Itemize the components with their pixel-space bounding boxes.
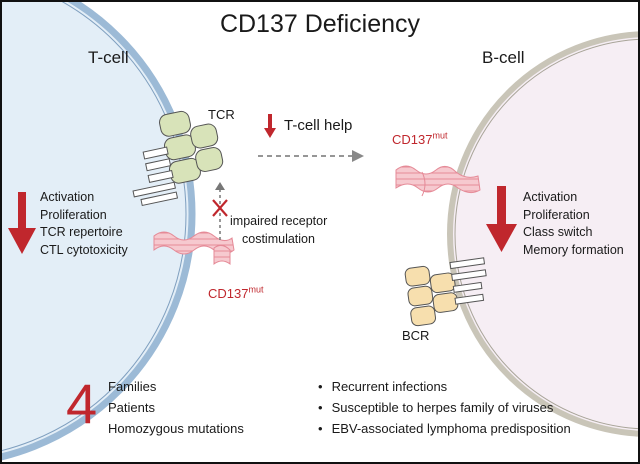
tcr-receptor bbox=[132, 110, 224, 207]
b-cell-decrease-arrow bbox=[486, 186, 517, 252]
cohort-list: Families Patients Homozygous mutations bbox=[108, 376, 244, 439]
t-cell-cd137-mutant bbox=[153, 231, 235, 265]
b-cell-effects-list: Activation Proliferation Class switch Me… bbox=[523, 189, 624, 259]
b-cell-effect: Proliferation bbox=[523, 207, 590, 222]
bcr-label: BCR bbox=[402, 328, 430, 343]
diagram-title: CD137 Deficiency bbox=[219, 10, 421, 38]
clinical-item: Susceptible to herpes family of viruses bbox=[318, 397, 571, 418]
cohort-item: Homozygous mutations bbox=[108, 421, 244, 436]
b-cell-cd137-mut-label: CD137mut bbox=[392, 130, 448, 147]
cohort-item: Families bbox=[108, 379, 157, 394]
b-cell-effect: Class switch bbox=[523, 225, 593, 239]
bcr-receptor bbox=[404, 257, 487, 327]
t-cell-body bbox=[2, 2, 196, 461]
t-cell-cd137-mut-label: CD137mut bbox=[208, 284, 264, 301]
t-cell-effect: Activation bbox=[40, 190, 95, 204]
t-cell-effect: TCR repertoire bbox=[40, 225, 123, 239]
b-cell-effect: Activation bbox=[523, 190, 578, 204]
b-cell-effect: Memory formation bbox=[523, 242, 624, 257]
clinical-item: EBV-associated lymphoma predisposition bbox=[318, 418, 571, 439]
t-cell bbox=[2, 2, 196, 461]
t-cell-effect: CTL cytotoxicity bbox=[40, 242, 128, 257]
t-to-b-help-arrow bbox=[258, 150, 364, 162]
t-cell-help-decrease-arrow bbox=[264, 114, 276, 138]
b-cell-body bbox=[447, 31, 638, 437]
impaired-signal-arrow bbox=[212, 182, 228, 240]
t-cell-help-label: T-cell help bbox=[284, 117, 353, 134]
impaired-costimulation-label: impaired receptor costimulation bbox=[230, 214, 328, 246]
clinical-item: Recurrent infections bbox=[318, 376, 571, 397]
clinical-list: Recurrent infections Susceptible to herp… bbox=[318, 376, 571, 439]
cohort-item: Patients bbox=[108, 400, 155, 415]
tcr-label: TCR bbox=[208, 107, 235, 122]
count-number: 4 bbox=[66, 372, 98, 435]
b-cell bbox=[447, 31, 638, 437]
t-cell-effect: Proliferation bbox=[40, 207, 107, 222]
t-cell-header: T-cell bbox=[88, 48, 129, 67]
t-cell-effects-list: Activation Proliferation TCR repertoire … bbox=[40, 189, 128, 259]
b-cell-header: B-cell bbox=[482, 48, 525, 67]
b-cell-cd137-mutant bbox=[395, 165, 481, 197]
t-cell-decrease-arrow bbox=[8, 192, 36, 254]
